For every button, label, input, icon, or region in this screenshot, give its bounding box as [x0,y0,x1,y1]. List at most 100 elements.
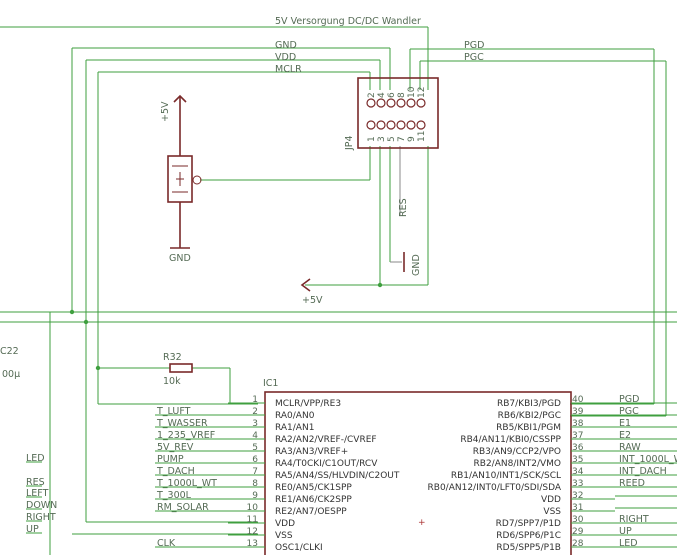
header-pin-number: 10 [407,86,417,98]
ic-pin-number: 35 [572,455,583,465]
ic-pin-name: RA5/AN4/SS/HLVDIN/C2OUT [275,471,400,481]
ic-pin-name: RA4/T0CKI/C1OUT/RCV [275,459,378,469]
ic-left-net-label: 1_235_VREF [157,430,215,441]
header-pin-number: 11 [417,131,427,142]
gnd-symbol-right: GND [403,252,422,276]
left-edge-net-label: RIGHT [26,512,56,523]
ic-pin-number: 40 [572,395,584,405]
header-pin-number: 9 [407,136,417,142]
c22-value: 00µ [2,369,20,380]
ic-right-net-label: RIGHT [619,514,649,525]
ic-pin-number: 3 [252,419,258,429]
ic-left-net-label: 5V_REV [157,442,194,453]
ic-pin-number: 30 [572,515,584,525]
gnd-label-right: GND [411,254,422,276]
ic-pin-name: OSC1/CLKI [275,543,323,553]
ic-pin-number: 10 [247,503,259,513]
ic-pin-name: VDD [275,519,295,529]
net-label-gnd: GND [275,40,297,51]
left-edge-net-label: RES [26,477,45,488]
left-edge-net-label: DOWN [26,500,57,511]
ic-pin-name: RA3/AN3/VREF+ [275,447,348,457]
ic1-microcontroller: IC1 + 1 MCLR/VPP/RE3 2 RA0/AN0 T_LUFT 3 RA1/AN… [155,378,677,555]
header-pad-bottom [406,120,416,130]
ic-pin-number: 28 [572,539,584,549]
ic-pin-name: RA0/AN0 [275,411,315,421]
ic-pin-name: VSS [275,531,293,541]
ic-pin-name: RB5/KBI1/PGM [496,423,561,433]
left-edge-net-label: LEFT [26,488,49,499]
ic-pin-number: 32 [572,491,583,501]
ic-right-net-label: PGC [619,406,639,417]
ic-pin-number: 36 [572,443,584,453]
jp4-label: JP4 [344,135,355,151]
header-pad-top [376,98,386,108]
ic-left-net-label: T_LUFT [156,406,191,417]
plus5v-symbol-top: +5V [160,94,187,156]
ic-pin-name: RD7/SPP7/P1D [496,519,561,529]
ic-right-net-label: INT_1000L_W [619,454,677,465]
ic-pin-number: 6 [252,455,258,465]
ic-pin-number: 39 [572,407,584,417]
ic1-label: IC1 [263,378,278,389]
header-pad-top [366,98,376,108]
ic-pin-name: RA1/AN1 [275,423,314,433]
ic-right-net-label: LED [619,538,638,549]
ic-pin-name: VDD [541,495,561,505]
ic-right-net-label: RAW [619,442,641,453]
ic-left-net-label: RM_SOLAR [157,502,209,513]
ic-pin-number: 31 [572,503,583,513]
header-pin-number: 6 [387,92,397,98]
ic-pin-number: 29 [572,527,584,537]
header-pad-bottom [416,120,426,130]
net-label-pgd: PGD [464,40,484,51]
ic-right-net-label: E2 [619,430,631,441]
ic-pin-name: RE2/AN7/OESPP [275,507,347,517]
ic-left-net-label: CLK [157,538,176,549]
header-pad-bottom [366,120,376,130]
svg-text:+: + [418,518,426,528]
ic-pin-name: RB1/AN10/INT1/SCK/SCL [451,471,561,481]
ic-pin-name: MCLR/VPP/RE3 [275,399,341,409]
ic-left-net-label: T_DACH [156,466,195,477]
ic-pin-number: 34 [572,467,584,477]
ic-right-net-label: INT_DACH [619,466,667,477]
ic-pin-number: 2 [252,407,258,417]
ic-pin-name: RD6/SPP6/P1C [496,531,561,541]
ic-pin-name: RE0/AN5/CK1SPP [275,483,352,493]
r32-label: R32 [163,352,182,363]
plus5v-label-bottom: +5V [302,295,323,306]
net-label-pgc: PGC [464,52,484,63]
ic-pin-name: RD5/SPP5/P1B [496,543,561,553]
res-net-label: RES [398,198,409,217]
ic-pin-name: RB3/AN9/CCP2/VPO [473,447,561,457]
resistor-r32: R32 10k [163,352,193,387]
header-pin-number: 3 [377,136,387,142]
ic-pin-number: 8 [252,479,258,489]
ic-pin-name: RB4/AN11/KBI0/CSSPP [460,435,561,445]
header-pad-top [386,98,396,108]
reset-button-symbol [167,155,202,203]
ic-pin-name: RB2/AN8/INT2/VMO [474,459,561,469]
ic-pin-number: 37 [572,431,583,441]
net-label-mclr: MCLR [275,64,302,75]
net-label-5v-dcdc: 5V Versorgung DC/DC Wandler [275,16,421,27]
ic-pin-name: RB7/KBI3/PGD [497,399,561,409]
header-pin-number: 2 [367,92,377,98]
ic-pin-name: RE1/AN6/CK2SPP [275,495,352,505]
gnd-symbol-left: GND [169,202,191,264]
header-pin-number: 5 [387,136,397,142]
ic-pin-number: 1 [252,395,258,405]
c22-label: C22 [0,346,19,357]
gnd-label-left: GND [169,253,191,264]
header-pad-bottom [386,120,396,130]
ic-pin-name: RA2/AN2/VREF-/CVREF [275,435,377,445]
ic-pin-number: 4 [252,431,258,441]
ic-pin-number: 11 [247,515,258,525]
ic-pin-name: RB0/AN12/INT0/LFT0/SDI/SDA [428,483,562,493]
ic-pin-name: RB6/KBI2/PGC [498,411,561,421]
ic-pin-number: 5 [252,443,258,453]
junction-dots [69,282,383,371]
